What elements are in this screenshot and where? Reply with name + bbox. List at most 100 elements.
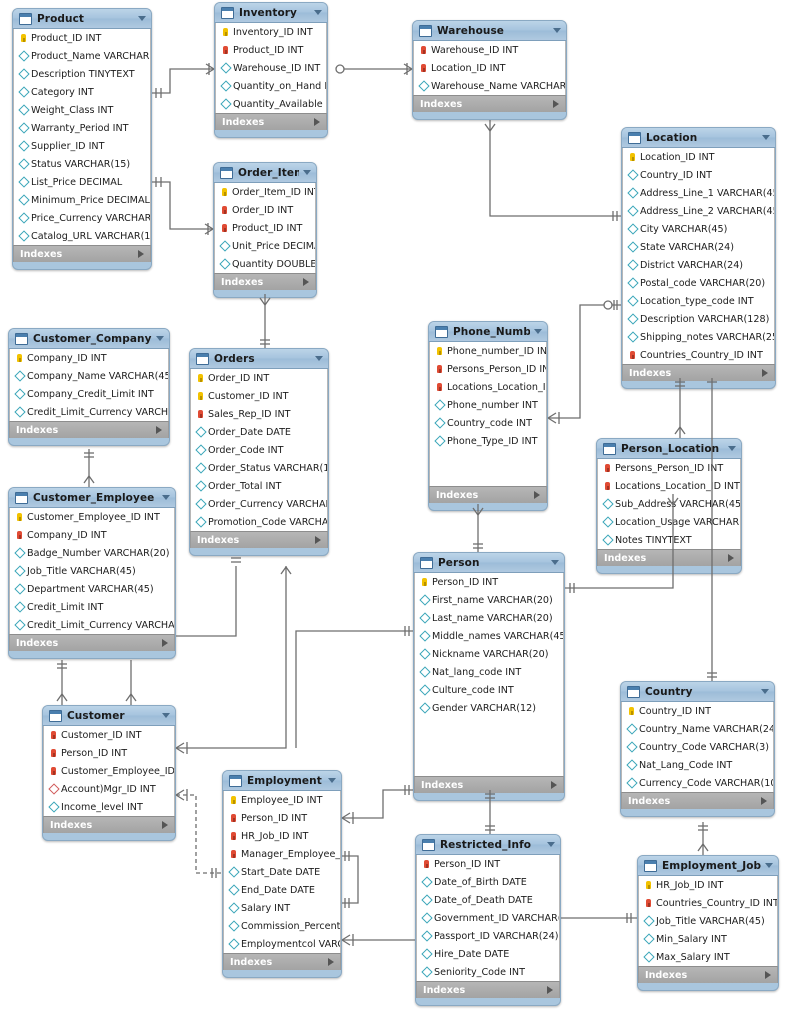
chevron-down-icon[interactable] — [162, 713, 170, 718]
indexes-section-person_location[interactable]: Indexes — [597, 549, 741, 566]
column-row[interactable]: Status VARCHAR(15) — [14, 155, 150, 173]
column-row[interactable]: Seniority_Code INT — [417, 963, 559, 981]
column-row[interactable]: Credit_Limit_Currency VARCHAR(5) — [10, 616, 174, 634]
indexes-section-phone_number[interactable]: Indexes — [429, 486, 547, 503]
table-header-location[interactable]: Location — [622, 128, 775, 148]
column-row[interactable]: Locations_Location_ID I... — [430, 378, 546, 396]
column-row[interactable]: Credit_Limit_Currency VARCHAR(5) — [10, 403, 168, 421]
column-row[interactable]: List_Price DECIMAL — [14, 173, 150, 191]
expand-right-icon[interactable] — [162, 821, 168, 829]
indexes-section-restricted_info[interactable]: Indexes — [416, 981, 560, 998]
column-row[interactable]: District VARCHAR(24) — [623, 256, 774, 274]
column-row[interactable]: Start_Date DATE — [224, 863, 340, 881]
chevron-down-icon[interactable] — [303, 170, 311, 175]
expand-right-icon[interactable] — [765, 971, 771, 979]
column-row[interactable]: Country_ID INT — [622, 702, 773, 720]
column-row[interactable]: Company_ID INT — [10, 349, 168, 367]
column-row[interactable]: Locations_Location_ID INT — [598, 477, 740, 495]
column-row[interactable]: Middle_names VARCHAR(45) — [415, 627, 563, 645]
indexes-section-employment[interactable]: Indexes — [223, 953, 341, 970]
indexes-section-customer_employee[interactable]: Indexes — [9, 634, 175, 651]
table-header-customer_company[interactable]: Customer_Company — [9, 329, 169, 349]
column-row[interactable]: Hire_Date DATE — [417, 945, 559, 963]
column-row[interactable]: Customer_Employee_ID INT — [10, 508, 174, 526]
column-row[interactable]: Date_of_Birth DATE — [417, 873, 559, 891]
table-header-phone_number[interactable]: Phone_Number — [429, 322, 547, 342]
column-row[interactable]: Sub_Address VARCHAR(45) — [598, 495, 740, 513]
column-row[interactable]: Category INT — [14, 83, 150, 101]
expand-right-icon[interactable] — [303, 278, 309, 286]
column-row[interactable]: Promotion_Code VARCHAR(45) — [191, 513, 327, 531]
column-row[interactable]: Country_code INT — [430, 414, 546, 432]
column-row[interactable]: HR_Job_ID INT — [224, 827, 340, 845]
column-row[interactable]: Job_Title VARCHAR(45) — [639, 912, 777, 930]
column-row[interactable]: Income_level INT — [44, 798, 174, 816]
column-row[interactable]: Order_Currency VARCHAR(5) — [191, 495, 327, 513]
chevron-down-icon[interactable] — [551, 560, 559, 565]
table-phone_number[interactable]: Phone_NumberPhone_number_ID INTPersons_P… — [428, 321, 548, 511]
column-row[interactable]: Quantity_on_Hand INT — [216, 77, 326, 95]
column-row[interactable]: Order_Status VARCHAR(15) — [191, 459, 327, 477]
chevron-down-icon[interactable] — [328, 778, 336, 783]
column-row[interactable]: Salary INT — [224, 899, 340, 917]
chevron-down-icon[interactable] — [761, 689, 769, 694]
indexes-section-location[interactable]: Indexes — [622, 364, 775, 381]
expand-right-icon[interactable] — [315, 536, 321, 544]
column-row[interactable]: Product_ID INT — [216, 41, 326, 59]
table-header-inventory[interactable]: Inventory — [215, 3, 327, 23]
column-row[interactable]: Minimum_Price DECIMAL — [14, 191, 150, 209]
column-row[interactable]: Order_ID INT — [215, 201, 315, 219]
column-row[interactable]: Nat_lang_code INT — [415, 663, 563, 681]
indexes-section-product[interactable]: Indexes — [13, 245, 151, 262]
column-row[interactable]: Employmentcol VARCH... — [224, 935, 340, 953]
chevron-down-icon[interactable] — [765, 863, 773, 868]
column-row[interactable]: Weight_Class INT — [14, 101, 150, 119]
expand-right-icon[interactable] — [138, 250, 144, 258]
column-row[interactable]: Country_Name VARCHAR(24) — [622, 720, 773, 738]
expand-right-icon[interactable] — [156, 426, 162, 434]
column-row[interactable]: Location_ID INT — [623, 148, 774, 166]
column-row[interactable]: City VARCHAR(45) — [623, 220, 774, 238]
chevron-down-icon[interactable] — [553, 28, 561, 33]
column-row[interactable]: Countries_Country_ID INT — [639, 894, 777, 912]
column-row[interactable]: Commission_Percent D... — [224, 917, 340, 935]
indexes-section-inventory[interactable]: Indexes — [215, 113, 327, 130]
expand-right-icon[interactable] — [551, 781, 557, 789]
indexes-section-warehouse[interactable]: Indexes — [413, 95, 566, 112]
column-row[interactable]: Product_Name VARCHAR(45) — [14, 47, 150, 65]
column-row[interactable]: Warehouse_Name VARCHAR(45) — [414, 77, 565, 95]
column-row[interactable]: Currency_Code VARCHAR(10) — [622, 774, 773, 792]
column-row[interactable]: Person_ID INT — [417, 855, 559, 873]
indexes-section-customer[interactable]: Indexes — [43, 816, 175, 833]
expand-right-icon[interactable] — [728, 554, 734, 562]
column-row[interactable]: Government_ID VARCHAR(24) — [417, 909, 559, 927]
column-row[interactable]: Product_ID INT — [14, 29, 150, 47]
column-row[interactable]: Phone_number INT — [430, 396, 546, 414]
column-row[interactable]: Location_ID INT — [414, 59, 565, 77]
table-header-customer_employee[interactable]: Customer_Employee — [9, 488, 175, 508]
column-row[interactable]: Min_Salary INT — [639, 930, 777, 948]
expand-right-icon[interactable] — [761, 797, 767, 805]
table-header-employment_jobs[interactable]: Employment_Jobs — [638, 856, 778, 876]
column-row[interactable]: Credit_Limit INT — [10, 598, 174, 616]
column-row[interactable]: Company_Credit_Limit INT — [10, 385, 168, 403]
column-row[interactable]: State VARCHAR(24) — [623, 238, 774, 256]
expand-right-icon[interactable] — [162, 639, 168, 647]
column-row[interactable]: Person_ID INT — [415, 573, 563, 591]
chevron-down-icon[interactable] — [138, 16, 146, 21]
column-row[interactable]: Customer_ID INT — [191, 387, 327, 405]
column-row[interactable]: Address_Line_1 VARCHAR(45) — [623, 184, 774, 202]
column-row[interactable]: Persons_Person_ID INT — [598, 459, 740, 477]
table-header-warehouse[interactable]: Warehouse — [413, 21, 566, 41]
chevron-down-icon[interactable] — [547, 842, 555, 847]
column-row[interactable]: Sales_Rep_ID INT — [191, 405, 327, 423]
